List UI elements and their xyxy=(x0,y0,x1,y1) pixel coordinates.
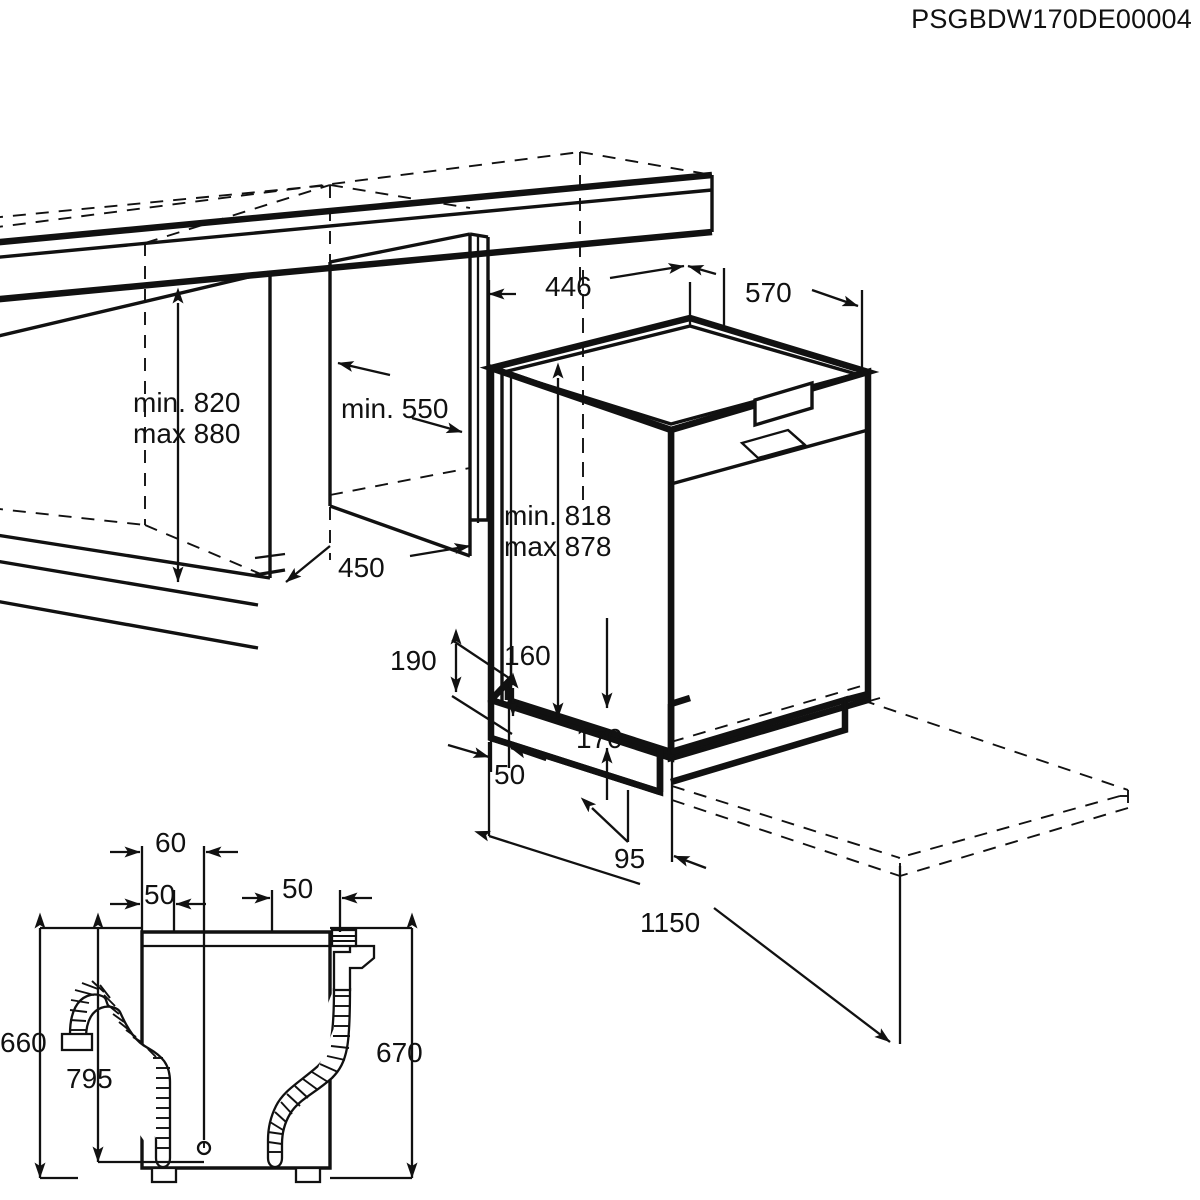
dim-plinth-recess-label: 190 xyxy=(390,645,437,676)
document-code: PSGBDW170DE00004 xyxy=(911,4,1192,34)
dim-appliance-width-label: 446 xyxy=(545,271,592,302)
dimension-niche-width: 450 xyxy=(285,543,471,583)
dim-appliance-depth-label: 570 xyxy=(745,277,792,308)
dim-50-left-label: 50 xyxy=(144,879,175,910)
dimension-base-front-offset: 95 xyxy=(580,760,707,874)
drain-hose xyxy=(60,980,172,1169)
dim-base-height-label: 170 xyxy=(576,723,623,754)
dim-plinth-offset-label: 50 xyxy=(494,759,525,790)
dimension-appliance-depth: 570 xyxy=(687,264,864,372)
aquastop-valve-connector xyxy=(330,928,376,992)
dim-670-label: 670 xyxy=(376,1037,423,1068)
dishwasher-body xyxy=(479,314,881,797)
dim-niche-width-label: 450 xyxy=(338,552,385,583)
power-cable-outlet xyxy=(196,1140,212,1156)
dimension-appliance-width: 446 xyxy=(487,263,692,500)
dim-60-label: 60 xyxy=(155,827,186,858)
dimension-appliance-height: min. 818 max 878 xyxy=(504,362,611,719)
dim-plinth-height-label: 160 xyxy=(504,640,551,671)
rear-elevation-view: 60 50 50 660 xyxy=(0,827,423,1184)
cabinet-niche-left xyxy=(0,243,286,650)
dimension-plinth-recess: 190 xyxy=(390,628,513,735)
appliance-foot-left xyxy=(150,1166,178,1184)
appliance-foot-right xyxy=(294,1166,322,1184)
dimension-plinth-offset: 50 xyxy=(447,700,547,790)
dimension-plinth-height: 160 xyxy=(504,640,551,717)
dim-niche-height-line1: min. 820 xyxy=(133,387,240,418)
dimension-795: 795 xyxy=(66,912,204,1164)
dimension-niche-height: min. 820 max 880 xyxy=(133,287,240,583)
dim-50-right-label: 50 xyxy=(282,873,313,904)
drain-hose-cuff xyxy=(60,1032,94,1052)
dim-660-label: 660 xyxy=(0,1027,47,1058)
dimension-660: 660 xyxy=(0,912,142,1180)
dimension-50-left: 50 xyxy=(110,879,206,932)
dimension-door-open-depth: 1150 xyxy=(474,742,902,1044)
water-inlet-hose xyxy=(266,928,376,1169)
dimension-670: 670 xyxy=(330,912,423,1180)
dim-appliance-height-line1: min. 818 xyxy=(504,500,611,531)
dim-base-front-offset-label: 95 xyxy=(614,843,645,874)
dimension-50-right: 50 xyxy=(242,873,372,932)
dimension-niche-depth: min. 550 xyxy=(337,361,463,434)
dim-niche-height-line2: max 880 xyxy=(133,418,240,449)
control-panel-display xyxy=(753,380,814,428)
dimension-base-height: 170 xyxy=(576,618,623,800)
dimension-60: 60 xyxy=(110,827,238,1140)
dim-795-label: 795 xyxy=(66,1063,113,1094)
dim-appliance-height-line2: max 878 xyxy=(504,531,611,562)
dim-niche-depth-label: min. 550 xyxy=(341,393,448,424)
dim-door-open-depth-label: 1150 xyxy=(640,907,700,938)
